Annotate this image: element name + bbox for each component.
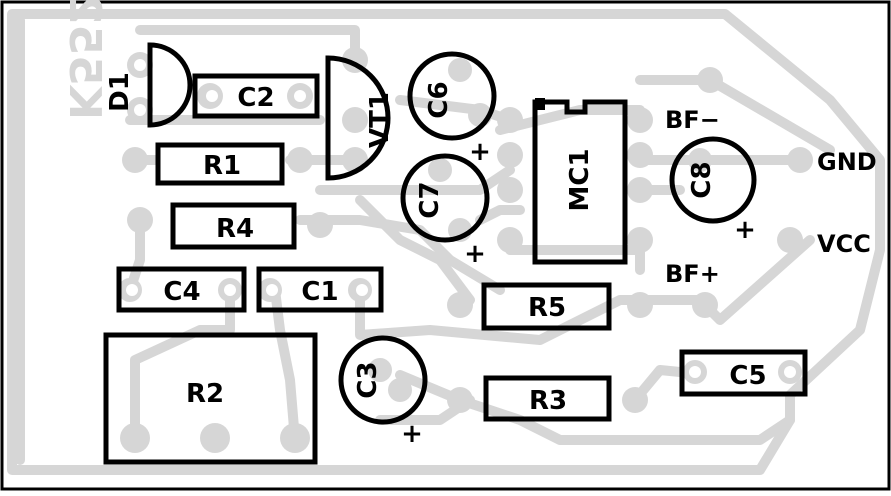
resistor-r4: R4 (170, 202, 297, 250)
label-d1: D1 (105, 72, 135, 112)
resistor-r3: R3 (483, 375, 612, 422)
label-c2: C2 (237, 83, 274, 113)
label-mc1: MC1 (565, 148, 595, 211)
plus-c8: + (734, 215, 756, 245)
label-c7: C7 (415, 181, 445, 218)
plus-c6: + (469, 137, 491, 167)
board-side-label: K552-5 (59, 0, 110, 120)
label-c5: C5 (729, 361, 766, 391)
label-c8: C8 (687, 161, 717, 198)
capacitor-c8: C8 + (669, 136, 757, 245)
label-r1: R1 (203, 151, 241, 181)
label-c6: C6 (424, 81, 454, 118)
capacitor-c1: C1 (256, 266, 384, 313)
diode-d1: D1 (105, 42, 193, 128)
net-bf-minus: BF− (665, 106, 720, 134)
plus-c3: + (401, 419, 423, 449)
transistor-vt1: VT1 (325, 55, 395, 181)
capacitor-c4: C4 (116, 266, 247, 313)
resistor-r1: R1 (155, 142, 285, 186)
ic-mc1: MC1 (532, 98, 628, 265)
resistor-r5: R5 (481, 282, 612, 331)
label-r3: R3 (529, 386, 567, 416)
label-c1: C1 (301, 277, 338, 307)
potentiometer-r2: R2 (103, 332, 318, 465)
label-vt1: VT1 (365, 92, 395, 148)
capacitor-c7: C7 + (400, 153, 490, 269)
plus-c7: + (464, 239, 486, 269)
net-gnd: GND (817, 148, 877, 176)
copper-pads (118, 47, 813, 453)
label-c4: C4 (163, 277, 200, 307)
capacitor-c2: C2 (192, 73, 320, 119)
net-vcc: VCC (817, 230, 871, 258)
capacitor-c6: C6 + (407, 51, 497, 167)
label-r4: R4 (216, 214, 254, 244)
capacitor-c5: C5 (679, 349, 808, 397)
net-bf-plus: BF+ (665, 260, 720, 288)
label-r5: R5 (528, 293, 566, 323)
label-c3: C3 (353, 361, 383, 398)
label-r2: R2 (186, 379, 224, 409)
capacitor-c3: C3 + (338, 335, 428, 449)
